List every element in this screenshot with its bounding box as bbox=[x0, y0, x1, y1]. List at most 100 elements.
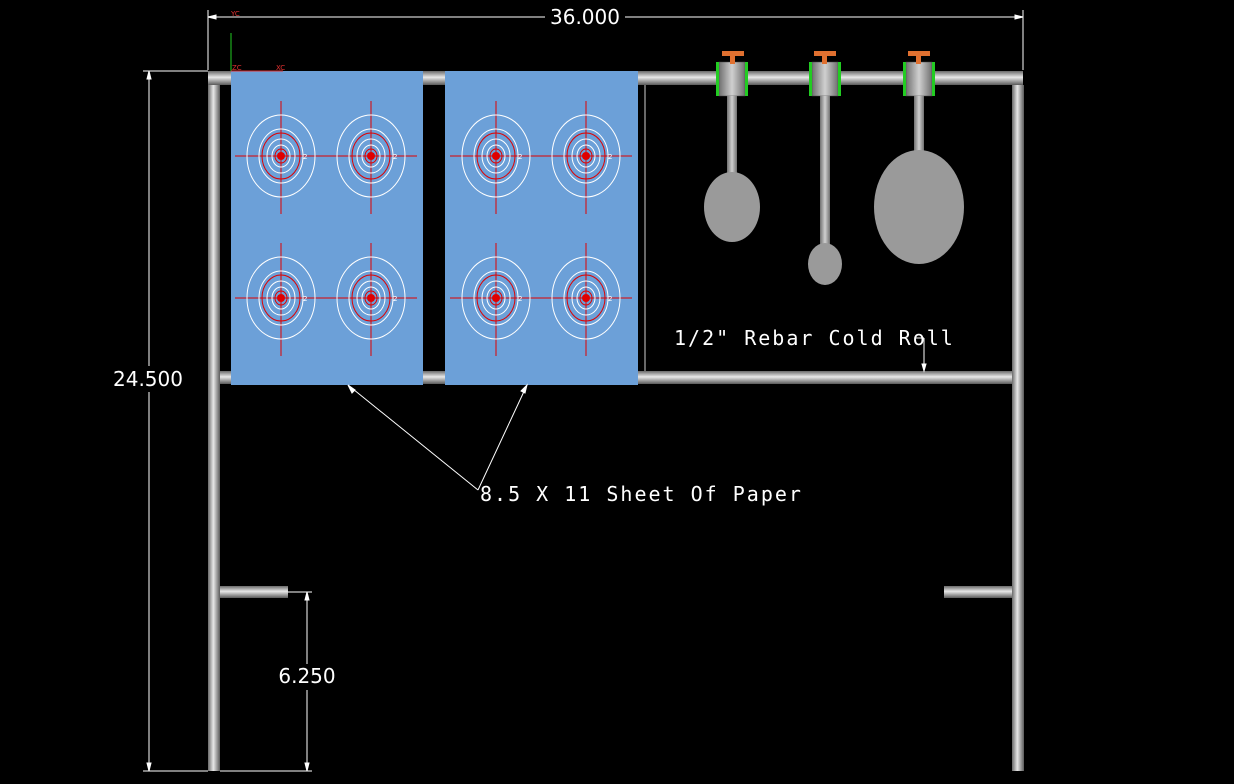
ring-label: 2 bbox=[518, 153, 522, 161]
paper-sheet-2 bbox=[445, 71, 638, 385]
target-ring bbox=[348, 270, 394, 326]
right-foot bbox=[944, 586, 1012, 598]
target-ring bbox=[473, 128, 519, 184]
bullseye-center bbox=[367, 294, 375, 302]
target-ring bbox=[476, 132, 516, 180]
steel-plate bbox=[704, 172, 760, 242]
hanger-rod bbox=[820, 96, 830, 246]
target-ring bbox=[461, 114, 531, 198]
ring-label: 2 bbox=[393, 295, 397, 303]
axis-label-yc: YC bbox=[230, 10, 240, 18]
bullseye-target: 2 bbox=[325, 243, 417, 356]
target-ring bbox=[351, 132, 391, 180]
bolt-icon bbox=[916, 56, 921, 64]
target-ring bbox=[551, 114, 621, 198]
target-ring bbox=[361, 144, 381, 168]
ring-label: 2 bbox=[608, 153, 612, 161]
target-ring bbox=[473, 270, 519, 326]
ring-label: 2 bbox=[303, 295, 307, 303]
target-ring bbox=[579, 148, 593, 164]
target-ring bbox=[566, 274, 606, 322]
bolt-icon bbox=[722, 51, 744, 56]
target-ring bbox=[336, 114, 406, 198]
bullseye-target: 2 bbox=[540, 243, 632, 356]
clamp-icon bbox=[838, 62, 841, 96]
target-ring bbox=[571, 138, 601, 174]
clamp-icon bbox=[809, 62, 812, 96]
ring-label: 2 bbox=[518, 295, 522, 303]
target-ring bbox=[563, 128, 609, 184]
target-ring bbox=[274, 148, 288, 164]
left-leg bbox=[208, 85, 220, 771]
bolt-icon bbox=[814, 51, 836, 56]
target-ring bbox=[489, 290, 503, 306]
axis-label-xc: XC bbox=[276, 64, 285, 72]
bolt-icon bbox=[908, 51, 930, 56]
bullseye-center bbox=[492, 294, 500, 302]
hanger-bracket bbox=[811, 61, 839, 97]
bullseye-center bbox=[582, 152, 590, 160]
hanger-rod bbox=[914, 96, 924, 154]
height-dimension-label: 24.500 bbox=[113, 367, 183, 391]
width-dimension-label: 36.000 bbox=[550, 5, 620, 29]
paper-targets: 2 2 2 2 2 2 2 2 bbox=[231, 71, 638, 385]
bolt-icon bbox=[822, 56, 827, 64]
target-ring bbox=[576, 144, 596, 168]
bullseye-target: 2 bbox=[450, 101, 542, 214]
steel-target-small bbox=[808, 51, 842, 285]
hanger-bracket bbox=[905, 61, 933, 97]
target-ring bbox=[576, 286, 596, 310]
bullseye-target: 2 bbox=[540, 101, 632, 214]
axis-triad-icon: YC ZC XC bbox=[230, 10, 285, 72]
steel-plate bbox=[808, 243, 842, 285]
target-ring bbox=[571, 280, 601, 316]
target-ring bbox=[258, 270, 304, 326]
target-ring bbox=[481, 138, 511, 174]
target-ring bbox=[489, 148, 503, 164]
target-ring bbox=[364, 290, 378, 306]
clamp-icon bbox=[716, 62, 719, 96]
bullseye-center bbox=[367, 152, 375, 160]
bullseye-target: 2 bbox=[325, 101, 417, 214]
bullseye-target: 2 bbox=[235, 101, 327, 214]
target-ring bbox=[364, 148, 378, 164]
bullseye-target: 2 bbox=[235, 243, 327, 356]
target-ring bbox=[336, 256, 406, 340]
ring-label: 2 bbox=[303, 153, 307, 161]
ring-label: 2 bbox=[393, 153, 397, 161]
target-ring bbox=[476, 274, 516, 322]
dimensions bbox=[143, 10, 1024, 772]
steel-targets bbox=[704, 51, 964, 285]
target-ring bbox=[361, 286, 381, 310]
hanger-bracket bbox=[718, 61, 746, 97]
bullseye-center bbox=[277, 152, 285, 160]
right-leg bbox=[1012, 85, 1024, 771]
target-ring bbox=[261, 132, 301, 180]
hanger-rod bbox=[727, 96, 737, 176]
target-ring bbox=[551, 256, 621, 340]
target-ring bbox=[481, 280, 511, 316]
target-ring bbox=[486, 286, 506, 310]
target-ring bbox=[486, 144, 506, 168]
target-ring bbox=[266, 138, 296, 174]
target-ring bbox=[356, 138, 386, 174]
bullseye-center bbox=[277, 294, 285, 302]
paper-sheet-1 bbox=[231, 71, 423, 385]
target-ring bbox=[579, 290, 593, 306]
target-ring bbox=[356, 280, 386, 316]
target-ring bbox=[461, 256, 531, 340]
clamp-icon bbox=[932, 62, 935, 96]
target-ring bbox=[258, 128, 304, 184]
steel-plate bbox=[874, 150, 964, 264]
steel-target-large bbox=[874, 51, 964, 264]
leg-dimension-label: 6.250 bbox=[278, 664, 335, 688]
bullseye-center bbox=[492, 152, 500, 160]
target-ring bbox=[563, 270, 609, 326]
target-ring bbox=[274, 290, 288, 306]
ring-label: 2 bbox=[608, 295, 612, 303]
paper-note: 8.5 X 11 Sheet Of Paper bbox=[480, 482, 803, 506]
bolt-icon bbox=[730, 56, 735, 64]
clamp-icon bbox=[745, 62, 748, 96]
target-ring bbox=[246, 114, 316, 198]
